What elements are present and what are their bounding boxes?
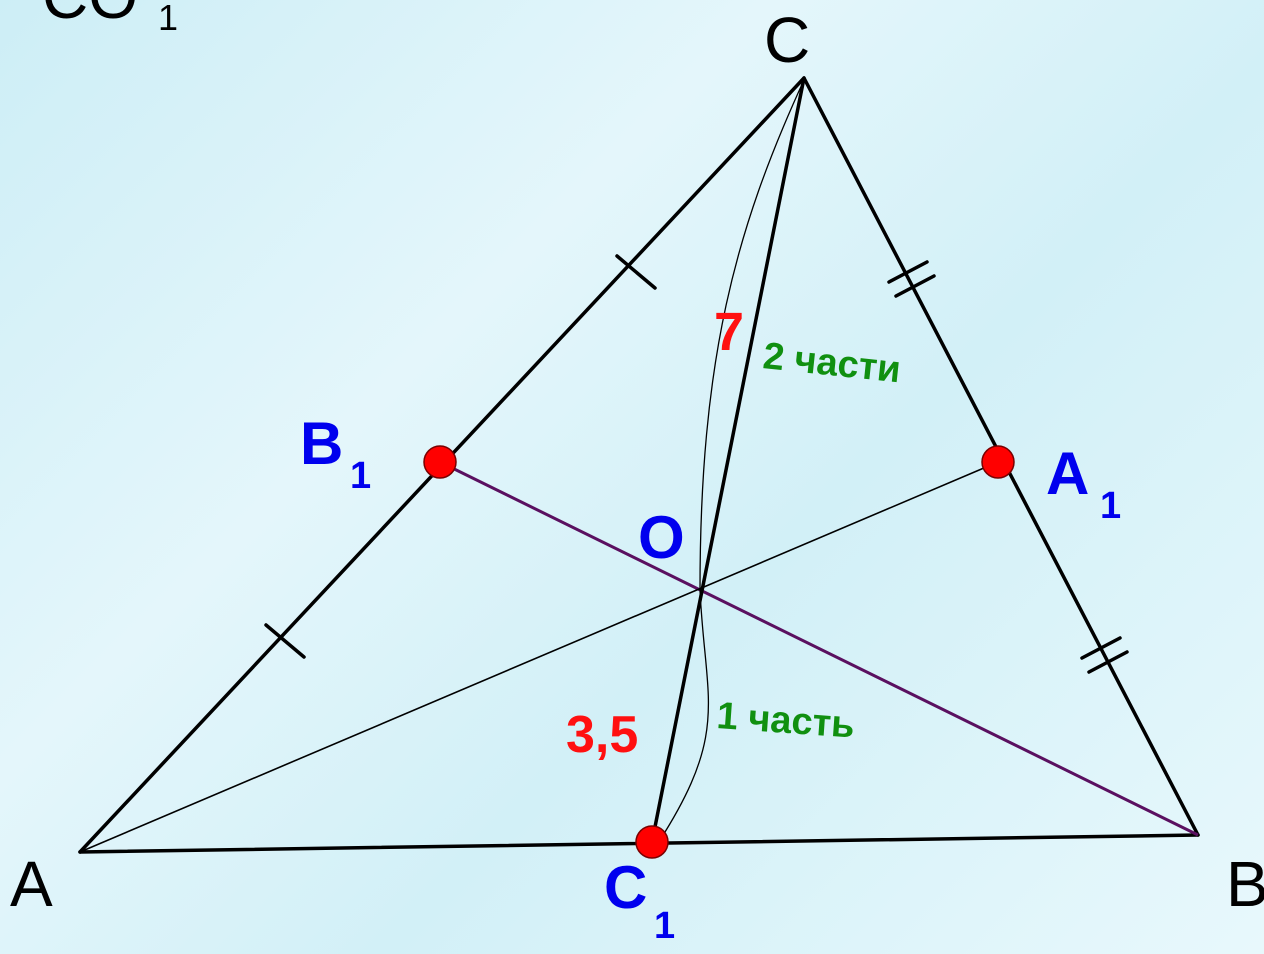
tick-cb-lower-2 — [1087, 650, 1129, 674]
tick-cb-lower-1 — [1080, 636, 1122, 660]
brace-lower-segment — [659, 589, 710, 841]
parts-upper-label: 2 части — [761, 335, 903, 391]
brace-upper-segment — [699, 79, 805, 591]
header-label: CO 1 — [42, 0, 178, 38]
label-b1-sub: 1 — [350, 455, 371, 497]
label-b1: B 1 — [300, 410, 371, 497]
header-subscript: 1 — [158, 0, 178, 38]
triangle — [78, 76, 1200, 854]
label-b1-main: B — [300, 410, 343, 477]
median-b-b1 — [439, 460, 1199, 837]
vertex-label-b: B — [1226, 848, 1264, 920]
centroid-label: O — [638, 504, 685, 571]
median-c-c1 — [650, 77, 806, 843]
length-upper-label: 7 — [714, 302, 744, 362]
tick-ac-lower — [264, 623, 306, 659]
label-a1-sub: 1 — [1100, 485, 1121, 527]
vertex-label-a: A — [10, 848, 53, 920]
midpoints — [423, 445, 1015, 859]
label-a1: A 1 — [1046, 440, 1121, 527]
point-c1 — [635, 825, 669, 859]
median-a-a1 — [79, 461, 999, 853]
label-c1-sub: 1 — [654, 905, 675, 947]
label-c1: C 1 — [604, 854, 675, 947]
tick-marks-ac — [264, 254, 657, 659]
tick-ac-upper — [615, 254, 657, 290]
label-a1-main: A — [1046, 440, 1089, 507]
parts-lower-label: 1 часть — [715, 695, 856, 747]
length-lower-label: 3,5 — [566, 706, 638, 764]
vertex-label-c: C — [764, 4, 810, 76]
tick-cb-upper-1 — [887, 260, 929, 284]
svg-text:CO: CO — [42, 0, 138, 32]
header-text: CO — [42, 0, 138, 32]
tick-cb-upper-2 — [894, 274, 936, 298]
label-c1-main: C — [604, 854, 647, 921]
tick-marks-cb — [887, 260, 1129, 674]
point-b1 — [423, 445, 457, 479]
point-a1 — [981, 445, 1015, 479]
